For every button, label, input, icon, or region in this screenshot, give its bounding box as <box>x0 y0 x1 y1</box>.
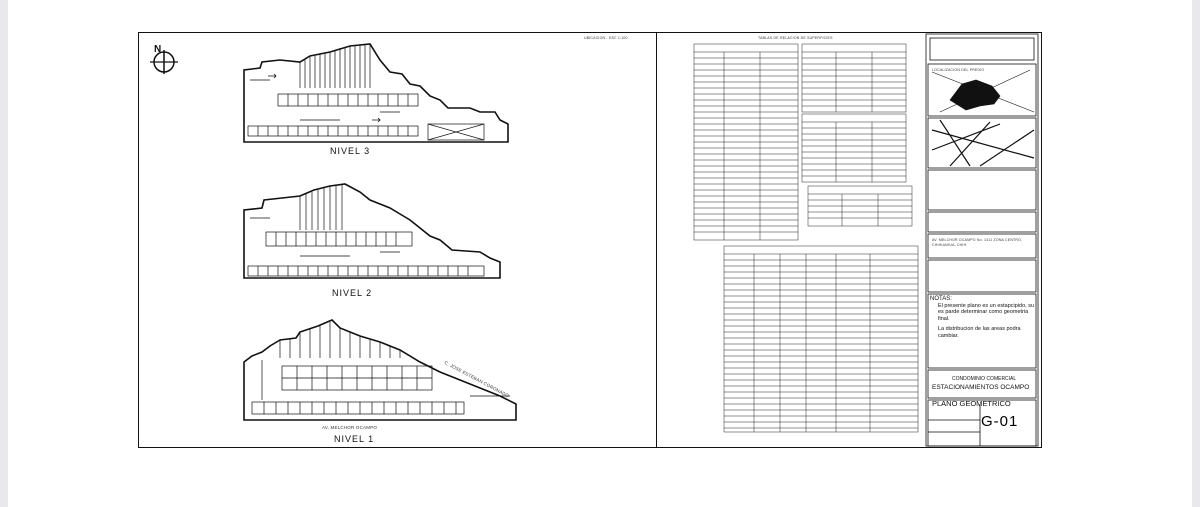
drawing-sheet <box>138 32 1042 448</box>
project-address: AV. MELCHOR OCAMPO No. 1411 ZONA CENTRO,… <box>932 238 1023 247</box>
tables-heading: TABLAS DE RELACION DE SUPERFICIES <box>758 36 833 40</box>
level-2-label: NIVEL 2 <box>332 288 373 298</box>
surface-tables <box>693 43 919 433</box>
notes-heading: NOTAS: <box>930 296 952 302</box>
street-bottom-label: AV. MELCHOR OCAMPO <box>322 425 378 430</box>
sheet-code: G-01 <box>981 413 1019 430</box>
location-map <box>931 69 1035 113</box>
street-detail-map <box>931 119 1035 167</box>
level-2-plan <box>243 183 501 279</box>
level-1-label: NIVEL 1 <box>334 434 375 444</box>
north-arrow-icon <box>150 50 178 74</box>
project-name: ESTACIONAMIENTOS OCAMPO <box>932 384 1030 391</box>
level-3-plan <box>243 43 509 143</box>
plan-title: PLANO GEOMETRICO <box>932 399 1011 408</box>
title-block <box>925 33 1039 447</box>
north-label: N <box>154 44 163 55</box>
notes-block: NOTAS: El presente plano es un estapcipi… <box>930 296 1034 339</box>
note-item: El presente plano es un estapcipido, su … <box>938 302 1035 322</box>
scale-note: UBICACION - ESC 1:100 <box>584 36 628 40</box>
level-3-label: NIVEL 3 <box>330 146 371 156</box>
level-1-plan <box>243 319 517 421</box>
project-type: CONDOMINIO COMERCIAL <box>952 376 1017 382</box>
note-item: La distribucion de las areas podra cambi… <box>938 326 1021 339</box>
location-plan-title: LOCALIZACION DEL PREDIO <box>932 68 985 72</box>
paper-background <box>8 0 1192 507</box>
sheet-divider <box>656 33 657 447</box>
